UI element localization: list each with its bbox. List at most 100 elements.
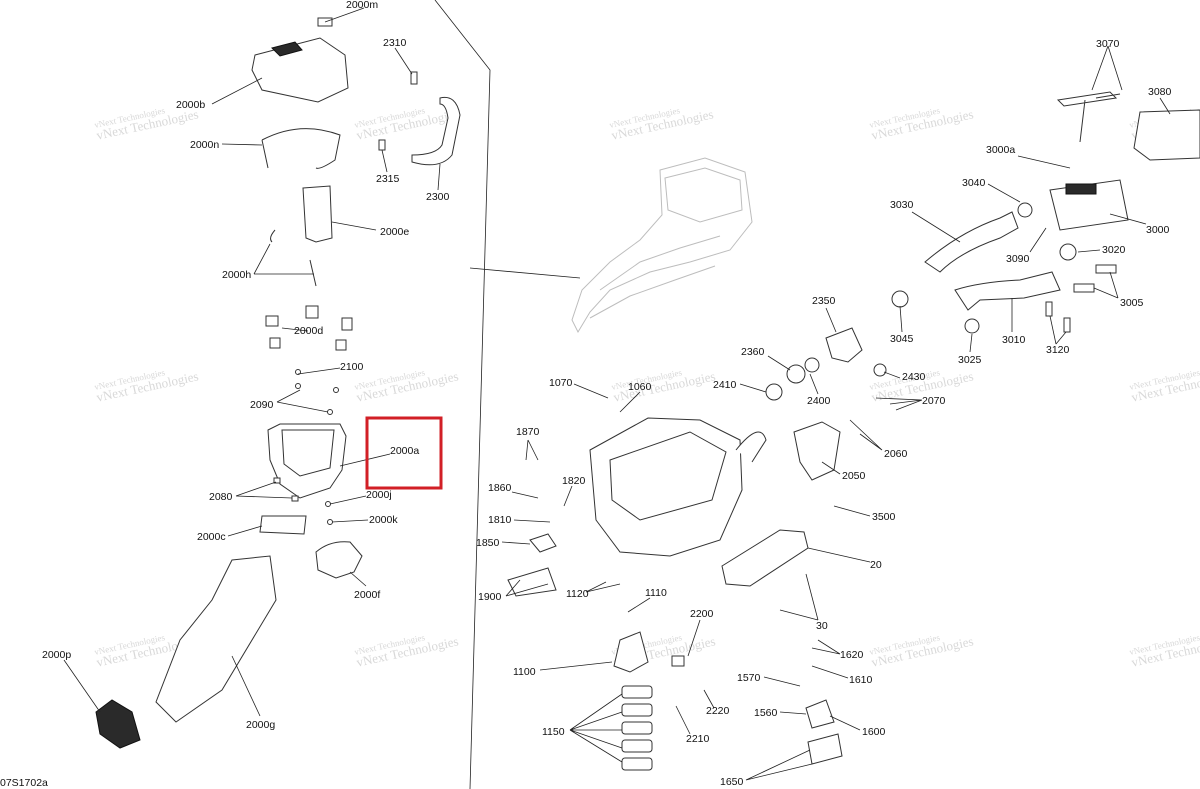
label-2000n[interactable]: 2000n xyxy=(190,139,219,151)
part-1100-mount[interactable] xyxy=(613,631,649,673)
part-3025-clamp[interactable] xyxy=(964,318,980,334)
part-2000j[interactable] xyxy=(325,501,331,507)
label-2200[interactable]: 2200 xyxy=(690,608,714,620)
part-3120-b[interactable] xyxy=(1063,317,1071,333)
label-2000b[interactable]: 2000b xyxy=(176,99,205,111)
part-3045-clamp[interactable] xyxy=(891,290,909,308)
label-1120[interactable]: 1120 xyxy=(566,588,589,600)
part-3005-b[interactable] xyxy=(1073,283,1095,293)
label-2080[interactable]: 2080 xyxy=(209,491,233,503)
label-3500[interactable]: 3500 xyxy=(872,511,896,523)
label-2000g[interactable]: 2000g xyxy=(246,719,275,731)
label-3000[interactable]: 3000 xyxy=(1146,224,1170,236)
label-2220[interactable]: 2220 xyxy=(706,705,730,717)
part-2080-a[interactable] xyxy=(273,477,281,484)
part-1150-plates[interactable] xyxy=(621,685,653,771)
label-2000f[interactable]: 2000f xyxy=(354,589,380,601)
label-2000e[interactable]: 2000e xyxy=(380,226,409,238)
part-2360-b[interactable] xyxy=(804,357,820,373)
part-2050-shield[interactable] xyxy=(793,421,841,481)
label-3030[interactable]: 3030 xyxy=(890,199,914,211)
label-2000a[interactable]: 2000a xyxy=(390,445,419,457)
label-1870[interactable]: 1870 xyxy=(516,426,540,438)
part-2430-ring[interactable] xyxy=(873,363,887,377)
label-2000h[interactable]: 2000h xyxy=(222,269,251,281)
label-3120[interactable]: 3120 xyxy=(1046,344,1070,356)
part-3070-bracket[interactable] xyxy=(1056,91,1121,143)
label-1860[interactable]: 1860 xyxy=(488,482,512,494)
part-2360-clamp[interactable] xyxy=(786,364,806,384)
part-3005-a[interactable] xyxy=(1095,264,1117,274)
label-2070[interactable]: 2070 xyxy=(922,395,946,407)
part-2000a-airbox[interactable] xyxy=(267,423,347,499)
label-3040[interactable]: 3040 xyxy=(962,177,986,189)
label-1150[interactable]: 1150 xyxy=(542,726,565,738)
label-2300[interactable]: 2300 xyxy=(426,191,450,203)
part-2000e-tube[interactable] xyxy=(302,185,333,243)
label-2350[interactable]: 2350 xyxy=(812,295,836,307)
label-1650[interactable]: 1650 xyxy=(720,776,744,788)
part-2000f-duct[interactable] xyxy=(315,541,363,579)
label-3025[interactable]: 3025 xyxy=(958,354,982,366)
label-2315[interactable]: 2315 xyxy=(376,173,400,185)
part-2000n-seal[interactable] xyxy=(261,128,341,169)
label-1100[interactable]: 1100 xyxy=(513,666,536,678)
part-2000d-clips[interactable] xyxy=(265,305,353,351)
part-2000b-cover[interactable] xyxy=(251,37,349,103)
part-1600-mount[interactable] xyxy=(805,699,835,729)
label-2210[interactable]: 2210 xyxy=(686,733,710,745)
label-3010[interactable]: 3010 xyxy=(1002,334,1026,346)
label-1810[interactable]: 1810 xyxy=(488,514,512,526)
part-2000k[interactable] xyxy=(327,519,333,525)
label-1060[interactable]: 1060 xyxy=(628,381,652,393)
part-3010-pipe[interactable] xyxy=(954,271,1061,311)
label-3070[interactable]: 3070 xyxy=(1096,38,1120,50)
part-3080[interactable] xyxy=(1133,109,1200,161)
label-2410[interactable]: 2410 xyxy=(713,379,737,391)
label-2060[interactable]: 2060 xyxy=(884,448,908,460)
label-1610[interactable]: 1610 xyxy=(849,674,873,686)
part-2080-b[interactable] xyxy=(291,495,299,502)
label-2000c[interactable]: 2000c xyxy=(197,531,226,543)
part-2410-clamp[interactable] xyxy=(765,383,783,401)
part-1850[interactable] xyxy=(529,533,557,553)
part-2300-hose[interactable] xyxy=(411,96,461,166)
part-1650-plate[interactable] xyxy=(807,733,843,765)
part-3000-intercooler[interactable] xyxy=(1049,179,1129,231)
part-3030-pipe[interactable] xyxy=(924,211,1019,273)
label-2400[interactable]: 2400 xyxy=(807,395,831,407)
part-3120-a[interactable] xyxy=(1045,301,1053,317)
label-2310[interactable]: 2310 xyxy=(383,37,407,49)
label-1570[interactable]: 1570 xyxy=(737,672,761,684)
part-2000c-gasket[interactable] xyxy=(259,515,307,535)
part-2000p[interactable] xyxy=(95,699,141,749)
label-3020[interactable]: 3020 xyxy=(1102,244,1126,256)
label-2000p[interactable]: 2000p xyxy=(42,649,71,661)
label-2100[interactable]: 2100 xyxy=(340,361,364,373)
label-1820[interactable]: 1820 xyxy=(562,475,586,487)
label-2090[interactable]: 2090 xyxy=(250,399,274,411)
label-1900[interactable]: 1900 xyxy=(478,591,502,603)
label-1070[interactable]: 1070 xyxy=(549,377,573,389)
label-1600[interactable]: 1600 xyxy=(862,726,886,738)
label-2000d[interactable]: 2000d xyxy=(294,325,323,337)
label-1620[interactable]: 1620 xyxy=(840,649,864,661)
label-2360[interactable]: 2360 xyxy=(741,346,765,358)
label-3080[interactable]: 3080 xyxy=(1148,86,1172,98)
part-1900-bracket[interactable] xyxy=(507,567,557,597)
label-2000m[interactable]: 2000m xyxy=(346,0,378,11)
label-2000j[interactable]: 2000j xyxy=(366,489,392,501)
part-2350-elbow[interactable] xyxy=(825,327,863,363)
label-1850[interactable]: 1850 xyxy=(476,537,500,549)
part-2200[interactable] xyxy=(671,655,685,667)
part-3040-clamp[interactable] xyxy=(1017,202,1033,218)
label-3005[interactable]: 3005 xyxy=(1120,297,1144,309)
part-2315[interactable] xyxy=(378,139,386,151)
part-2090-screws[interactable] xyxy=(295,369,339,415)
label-1560[interactable]: 1560 xyxy=(754,707,778,719)
part-2000g-silencer[interactable] xyxy=(155,555,277,723)
label-2050[interactable]: 2050 xyxy=(842,470,866,482)
label-3045[interactable]: 3045 xyxy=(890,333,914,345)
label-20[interactable]: 20 xyxy=(870,559,882,571)
part-2310[interactable] xyxy=(410,71,418,85)
